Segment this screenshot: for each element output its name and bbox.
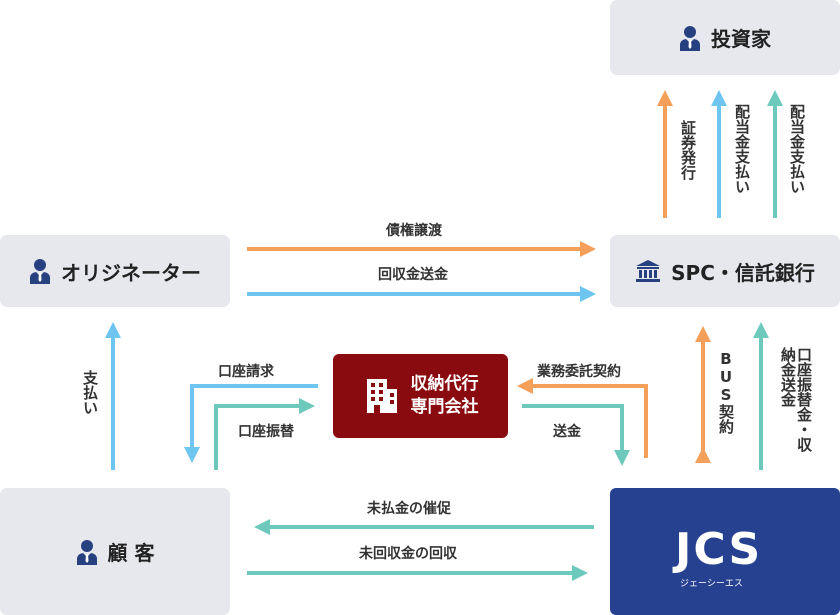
- label-bus-contract: BUS契約: [717, 350, 735, 434]
- label-claim-transfer: 債権譲渡: [386, 223, 442, 239]
- label-payment: 支払い: [81, 370, 99, 415]
- spc-box: SPC・信託銀行: [610, 235, 840, 307]
- investor-box: 投資家: [610, 0, 840, 75]
- spc-label: SPC・信託銀行: [671, 260, 815, 285]
- label-unpaid-dunning: 未払金の催促: [367, 501, 451, 517]
- label-unpaid-collection: 未回収金の回収: [359, 546, 457, 562]
- label-dividend-2: 配当金支払い: [788, 104, 806, 194]
- collection-agency-label: 収納代行 専門会社: [410, 374, 479, 417]
- bank-icon: [636, 260, 661, 282]
- customer-box: 顧 客: [0, 488, 230, 615]
- label-account-transfer-remit: 口座振替金・収納金送金: [779, 347, 813, 452]
- customer-label: 顧 客: [107, 541, 155, 565]
- label-remittance: 送金: [553, 424, 581, 440]
- collection-agency-box: 収納代行 専門会社: [333, 354, 508, 438]
- person-icon: [680, 25, 700, 51]
- jcs-kana: ジェーシーエス: [680, 579, 743, 589]
- label-account-transfer: 口座振替: [238, 424, 294, 440]
- label-securities-issue: 証券発行: [679, 120, 697, 180]
- person-icon: [76, 539, 97, 565]
- investor-label: 投資家: [711, 27, 771, 51]
- jcs-logo: JCS: [675, 524, 763, 575]
- originator-label: オリジネーター: [61, 260, 201, 285]
- label-dividend-1: 配当金支払い: [733, 104, 751, 194]
- originator-box: オリジネーター: [0, 235, 230, 307]
- person-icon: [30, 259, 50, 284]
- jcs-box: JCS ジェーシーエス: [610, 488, 840, 615]
- label-account-billing: 口座請求: [218, 364, 274, 380]
- label-collection-remit: 回収金送金: [378, 267, 448, 283]
- arrow-business-consignment: [517, 378, 648, 458]
- building-icon: [366, 379, 397, 413]
- label-business-consignment: 業務委託契約: [537, 364, 621, 380]
